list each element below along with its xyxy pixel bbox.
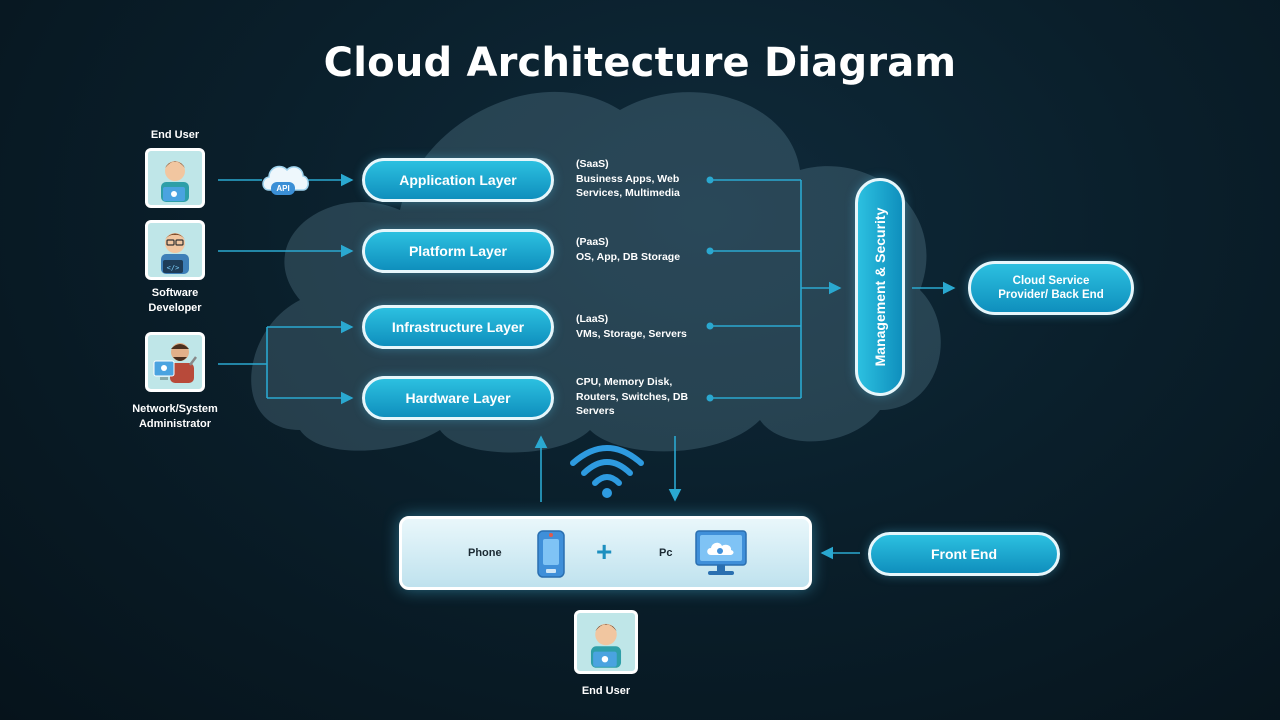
- hardware-layer-pill: Hardware Layer: [362, 376, 554, 420]
- application-layer-pill: Application Layer: [362, 158, 554, 202]
- platform-layer-pill: Platform Layer: [362, 229, 554, 273]
- software-developer-avatar: </>: [145, 220, 205, 280]
- network-admin-avatar: [145, 332, 205, 392]
- front-end-pill: Front End: [868, 532, 1060, 576]
- infrastructure-layer-description: (LaaS) VMs, Storage, Servers: [576, 313, 687, 340]
- phone-label: Phone: [468, 547, 502, 559]
- end-user-bottom-label: End User: [581, 685, 631, 697]
- svg-text:</>: </>: [167, 264, 180, 272]
- api-cloud: API: [259, 158, 311, 200]
- api-label: API: [276, 184, 290, 193]
- end-user-avatar: [145, 148, 205, 208]
- user-laptop-icon: [161, 161, 189, 202]
- end-user-top-label: End User: [150, 129, 200, 141]
- network-admin-label: Network/System Administrator: [132, 403, 218, 430]
- wifi-icon: [570, 445, 644, 498]
- software-developer-label: Software Developer: [148, 287, 202, 314]
- management-security-label: Management & Security: [872, 207, 888, 367]
- platform-layer-description: (PaaS) OS, App, DB Storage: [576, 236, 681, 263]
- devices-panel: Phone + Pc: [399, 516, 812, 590]
- page-title: Cloud Architecture Diagram: [323, 40, 957, 86]
- cloud-service-provider-pill: Cloud Service Provider/ Back End: [968, 261, 1134, 315]
- application-layer-description: (SaaS) Business Apps, Web Services, Mult…: [576, 158, 680, 199]
- hardware-layer-description: CPU, Memory Disk, Routers, Switches, DB …: [576, 376, 689, 417]
- user-laptop-icon: [590, 623, 622, 668]
- admin-tools-icon: [153, 343, 197, 383]
- pc-label: Pc: [659, 547, 673, 559]
- monitor-cloud-icon: [695, 530, 747, 575]
- plus-sign: +: [596, 536, 613, 567]
- management-security-pill: Management & Security: [855, 178, 905, 396]
- api-cloud-icon: [262, 165, 309, 195]
- infrastructure-layer-pill: Infrastructure Layer: [362, 305, 554, 349]
- developer-icon: </>: [161, 233, 189, 274]
- end-user-bottom-avatar: [574, 610, 638, 674]
- phone-icon: [537, 530, 565, 578]
